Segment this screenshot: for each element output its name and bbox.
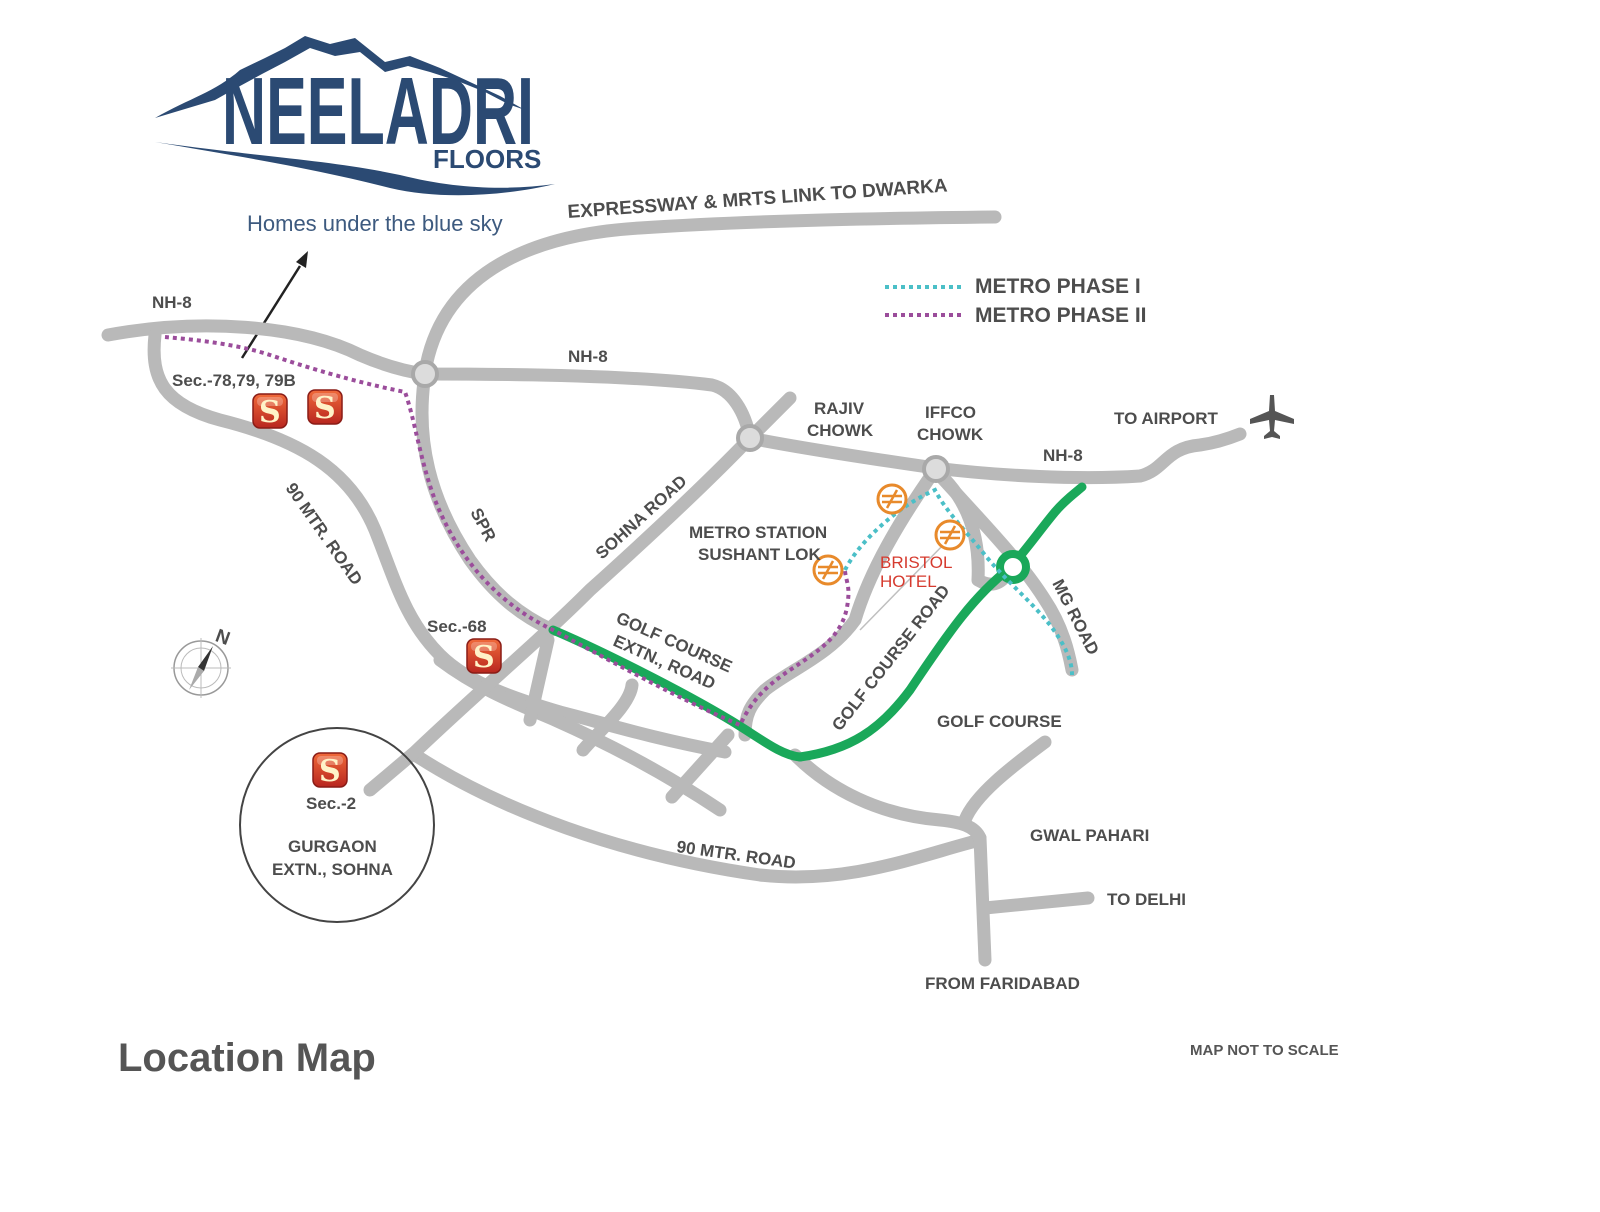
label-spr: SPR xyxy=(466,505,499,545)
road-connector-3 xyxy=(665,728,735,804)
road-connector-2 xyxy=(576,678,639,757)
project-marker[interactable]: S xyxy=(466,638,502,675)
label-metro-2: SUSHANT LOK xyxy=(698,545,822,564)
metro-phase2-line xyxy=(164,335,851,728)
road-golf-course-highlight xyxy=(795,482,1087,762)
road-golf-lower xyxy=(788,748,987,845)
logo-mountains xyxy=(155,36,525,118)
junction-spr xyxy=(411,360,439,388)
compass-north-label: N xyxy=(213,626,233,650)
roundabout-highlight xyxy=(996,550,1030,584)
scale-note: MAP NOT TO SCALE xyxy=(1190,1042,1339,1059)
label-from-faridabad: FROM FARIDABAD xyxy=(925,974,1080,993)
junction-iffco-chowk xyxy=(922,455,950,483)
logo-tagline: Homes under the blue sky xyxy=(247,211,503,236)
road-90mtr-upper xyxy=(147,328,732,759)
label-rajiv-1: RAJIV xyxy=(814,399,865,418)
junction-rajiv-chowk xyxy=(736,424,764,452)
label-iffco-2: CHOWK xyxy=(917,425,984,444)
road-golf-extn-highlight xyxy=(548,625,805,762)
label-golf-course: GOLF COURSE xyxy=(937,712,1062,731)
road-connector-1 xyxy=(523,633,555,727)
label-nh8-mid: NH-8 xyxy=(568,347,608,366)
metro-lines xyxy=(164,335,1074,728)
label-sec-2: Sec.-2 xyxy=(306,794,356,813)
legend-phase2-label: METRO PHASE II xyxy=(975,304,1147,327)
road-faridabad xyxy=(973,831,992,967)
marker-letter: S xyxy=(259,395,281,430)
label-to-delhi: TO DELHI xyxy=(1107,890,1186,909)
marker-letter: S xyxy=(473,640,495,675)
road-golf-course-spur xyxy=(958,735,1052,827)
roads xyxy=(101,210,1247,967)
label-nh8-west: NH-8 xyxy=(152,293,192,312)
road-sohna xyxy=(363,391,797,797)
label-sec-68: Sec.-68 xyxy=(427,617,487,636)
project-marker[interactable]: S xyxy=(307,389,343,426)
marker-letter: S xyxy=(319,754,341,789)
page-title: Location Map xyxy=(118,1036,376,1080)
junctions xyxy=(411,360,950,483)
logo-swoosh xyxy=(155,142,555,196)
pointer-arrow xyxy=(240,251,308,359)
bristol-pointer xyxy=(859,539,949,631)
label-gurgaon-2: EXTN., SOHNA xyxy=(272,860,393,879)
label-bristol-1: BRISTOL xyxy=(880,553,952,572)
label-metro-1: METRO STATION xyxy=(689,523,827,542)
compass-icon xyxy=(171,638,231,698)
label-to-airport: TO AIRPORT xyxy=(1114,409,1219,428)
metro-phase1-line xyxy=(843,487,1074,676)
label-sec-78: Sec.-78,79, 79B xyxy=(172,371,296,390)
road-delhi xyxy=(978,891,1095,915)
road-90mtr-lower xyxy=(408,748,987,884)
airplane-icon xyxy=(1250,395,1294,439)
metro-icon xyxy=(876,483,908,515)
road-bristol xyxy=(738,463,942,742)
logo-brand: NEELADRI xyxy=(222,58,534,165)
logo: NEELADRI FLOORS Homes under the blue sky xyxy=(155,36,555,236)
logo-sub: FLOORS xyxy=(433,144,541,174)
legend: METRO PHASE I METRO PHASE II xyxy=(885,275,1147,327)
label-bristol-2: HOTEL xyxy=(880,572,937,591)
gurgaon-extn-circle xyxy=(239,727,435,923)
label-gwal-pahari: GWAL PAHARI xyxy=(1030,826,1149,845)
marker-letter: S xyxy=(314,391,336,426)
label-nh8-east: NH-8 xyxy=(1043,446,1083,465)
label-iffco-1: IFFCO xyxy=(925,403,976,422)
legend-phase1-label: METRO PHASE I xyxy=(975,275,1141,298)
highlight-route xyxy=(548,482,1087,762)
label-gurgaon-1: GURGAON xyxy=(288,837,377,856)
project-marker[interactable]: S xyxy=(312,752,348,789)
metro-icon xyxy=(934,519,966,551)
project-marker[interactable]: S xyxy=(252,393,288,430)
label-rajiv-2: CHOWK xyxy=(807,421,874,440)
road-expressway xyxy=(418,210,1002,379)
road-spr xyxy=(415,367,559,637)
